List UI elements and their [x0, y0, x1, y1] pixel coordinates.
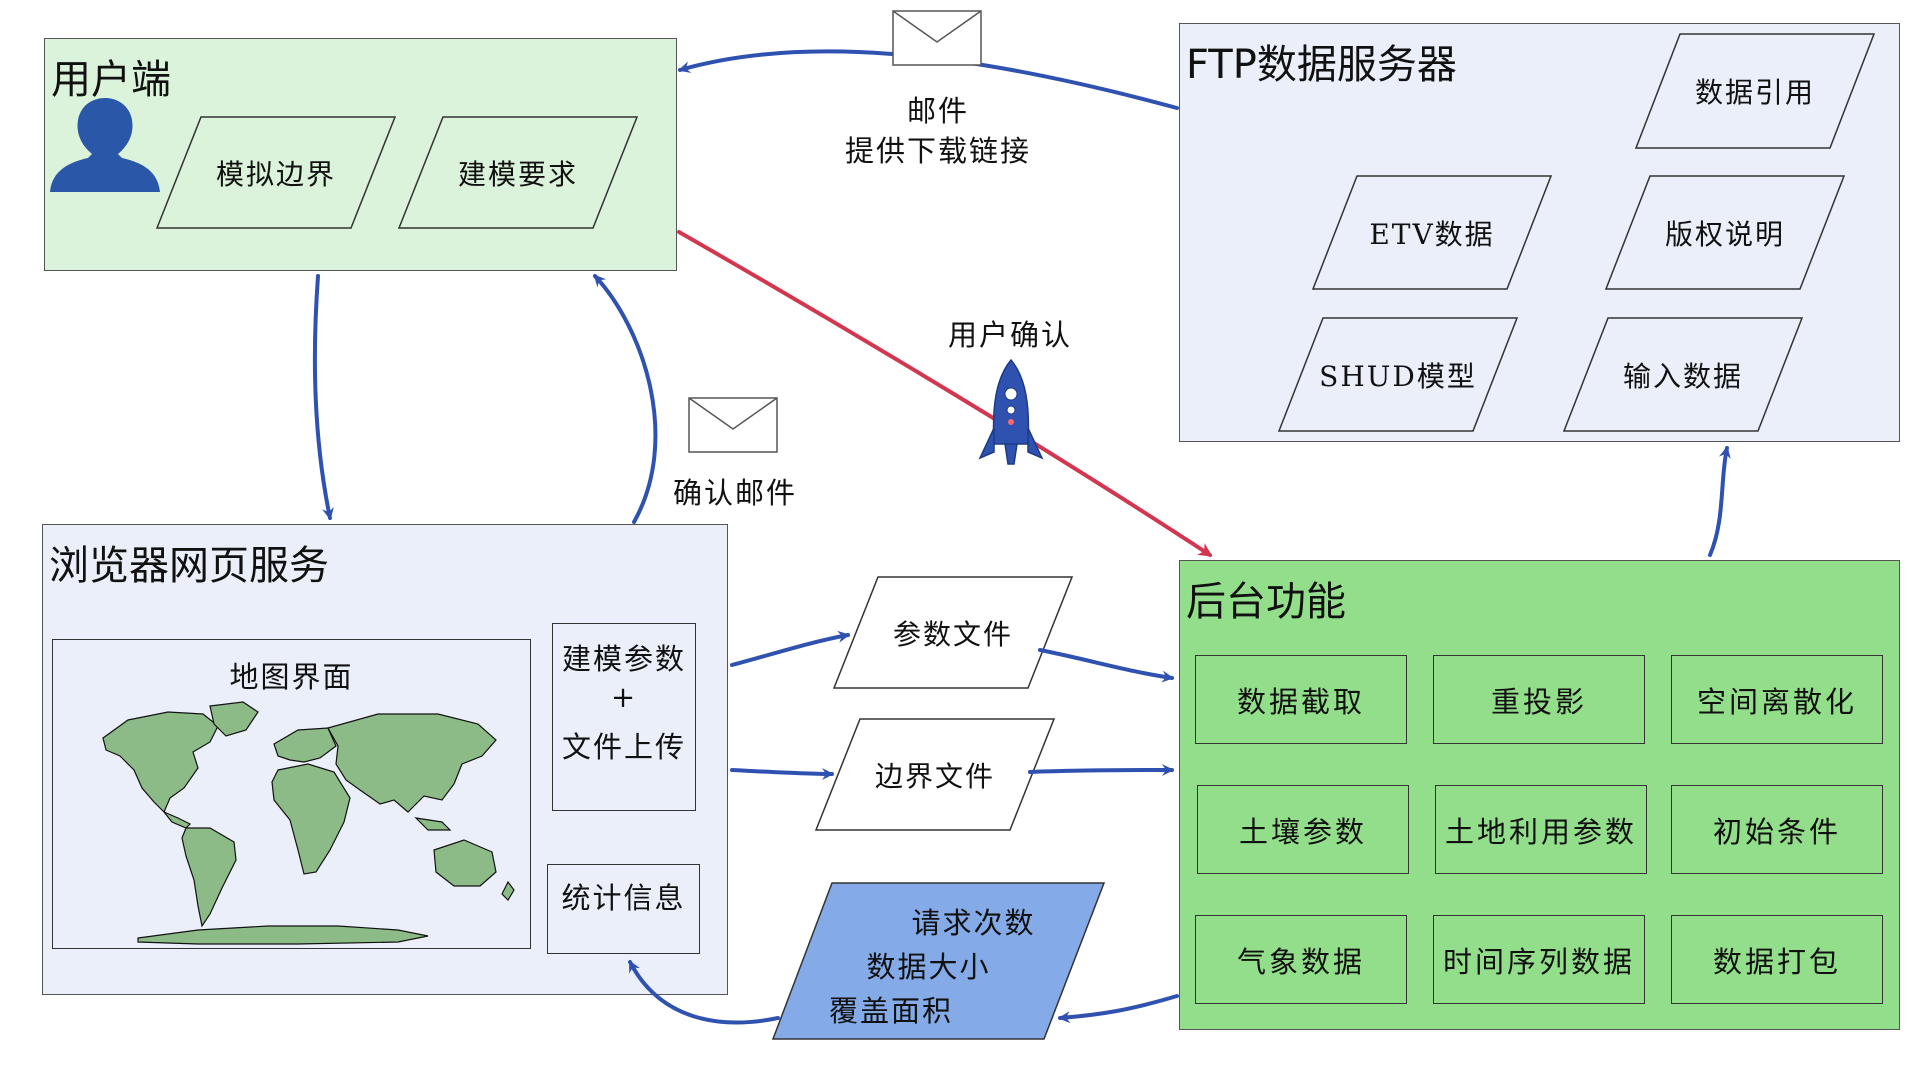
params-upload: 文件上传 [561, 730, 686, 764]
arrow-params-to-boundary [730, 767, 834, 780]
envelope-icon [688, 397, 778, 453]
user-avatar-icon [50, 98, 160, 192]
ftp-item: ETV数据 [1312, 175, 1552, 290]
backend-item: 数据截取 [1195, 655, 1407, 744]
user-item: 模拟边界 [156, 116, 396, 229]
boundary-file-shape: 边界文件 [815, 718, 1055, 831]
ftp-panel-title: FTP数据服务器 [1186, 42, 1457, 88]
stats-line: 请求次数 [911, 906, 1036, 940]
ftp-item: 输入数据 [1563, 317, 1803, 432]
confirm-email-label: 确认邮件 [672, 476, 797, 510]
email-label: 邮件 [906, 94, 969, 128]
download-link-label: 提供下载链接 [844, 134, 1031, 168]
arrow-backend-to-ftp [1708, 446, 1731, 557]
browser-panel-title: 浏览器网页服务 [49, 543, 329, 589]
arrow-paramfile-to-backend [1038, 648, 1174, 683]
backend-item: 时间序列数据 [1433, 915, 1645, 1004]
arrow-backend-to-stats [1058, 994, 1179, 1024]
arrow-browser-to-user [593, 274, 658, 524]
backend-item: 气象数据 [1195, 915, 1407, 1004]
stats-box: 统计信息 [547, 864, 700, 954]
map-view[interactable]: 地图界面 [52, 639, 531, 949]
arrow-user-to-browser [312, 274, 334, 520]
backend-item: 初始条件 [1671, 785, 1883, 874]
user-panel-title: 用户端 [51, 57, 171, 103]
envelope-icon [892, 10, 982, 66]
arrow-stats-to-browser [628, 960, 780, 1025]
arrow-user-to-backend [677, 230, 1213, 557]
ftp-item: 数据引用 [1635, 33, 1875, 149]
map-title: 地图界面 [229, 660, 354, 694]
user-confirm-label: 用户确认 [947, 318, 1072, 352]
stats-shape: 请求次数 数据大小 覆盖面积 [772, 882, 1105, 1040]
backend-panel-title: 后台功能 [1186, 579, 1346, 625]
backend-item: 数据打包 [1671, 915, 1883, 1004]
params-line: 建模参数 [561, 642, 686, 676]
ftp-item: 版权说明 [1605, 175, 1845, 290]
ftp-item: SHUD模型 [1278, 317, 1518, 432]
world-map-icon [102, 701, 515, 945]
stats-line: 覆盖面积 [828, 994, 953, 1028]
param-file-shape: 参数文件 [833, 576, 1073, 689]
arrow-params-to-paramfile [730, 630, 850, 667]
backend-item: 土地利用参数 [1435, 785, 1647, 874]
stats-line: 数据大小 [866, 950, 991, 984]
backend-item: 土壤参数 [1197, 785, 1409, 874]
user-item: 建模要求 [398, 116, 638, 229]
rocket-icon [978, 358, 1044, 465]
stats-label: 统计信息 [561, 881, 686, 915]
arrow-boundary-to-backend [1028, 764, 1174, 777]
params-upload-box[interactable]: 建模参数 + 文件上传 [552, 623, 696, 811]
params-plus: + [610, 680, 638, 714]
backend-item: 空间离散化 [1671, 655, 1883, 744]
backend-item: 重投影 [1433, 655, 1645, 744]
